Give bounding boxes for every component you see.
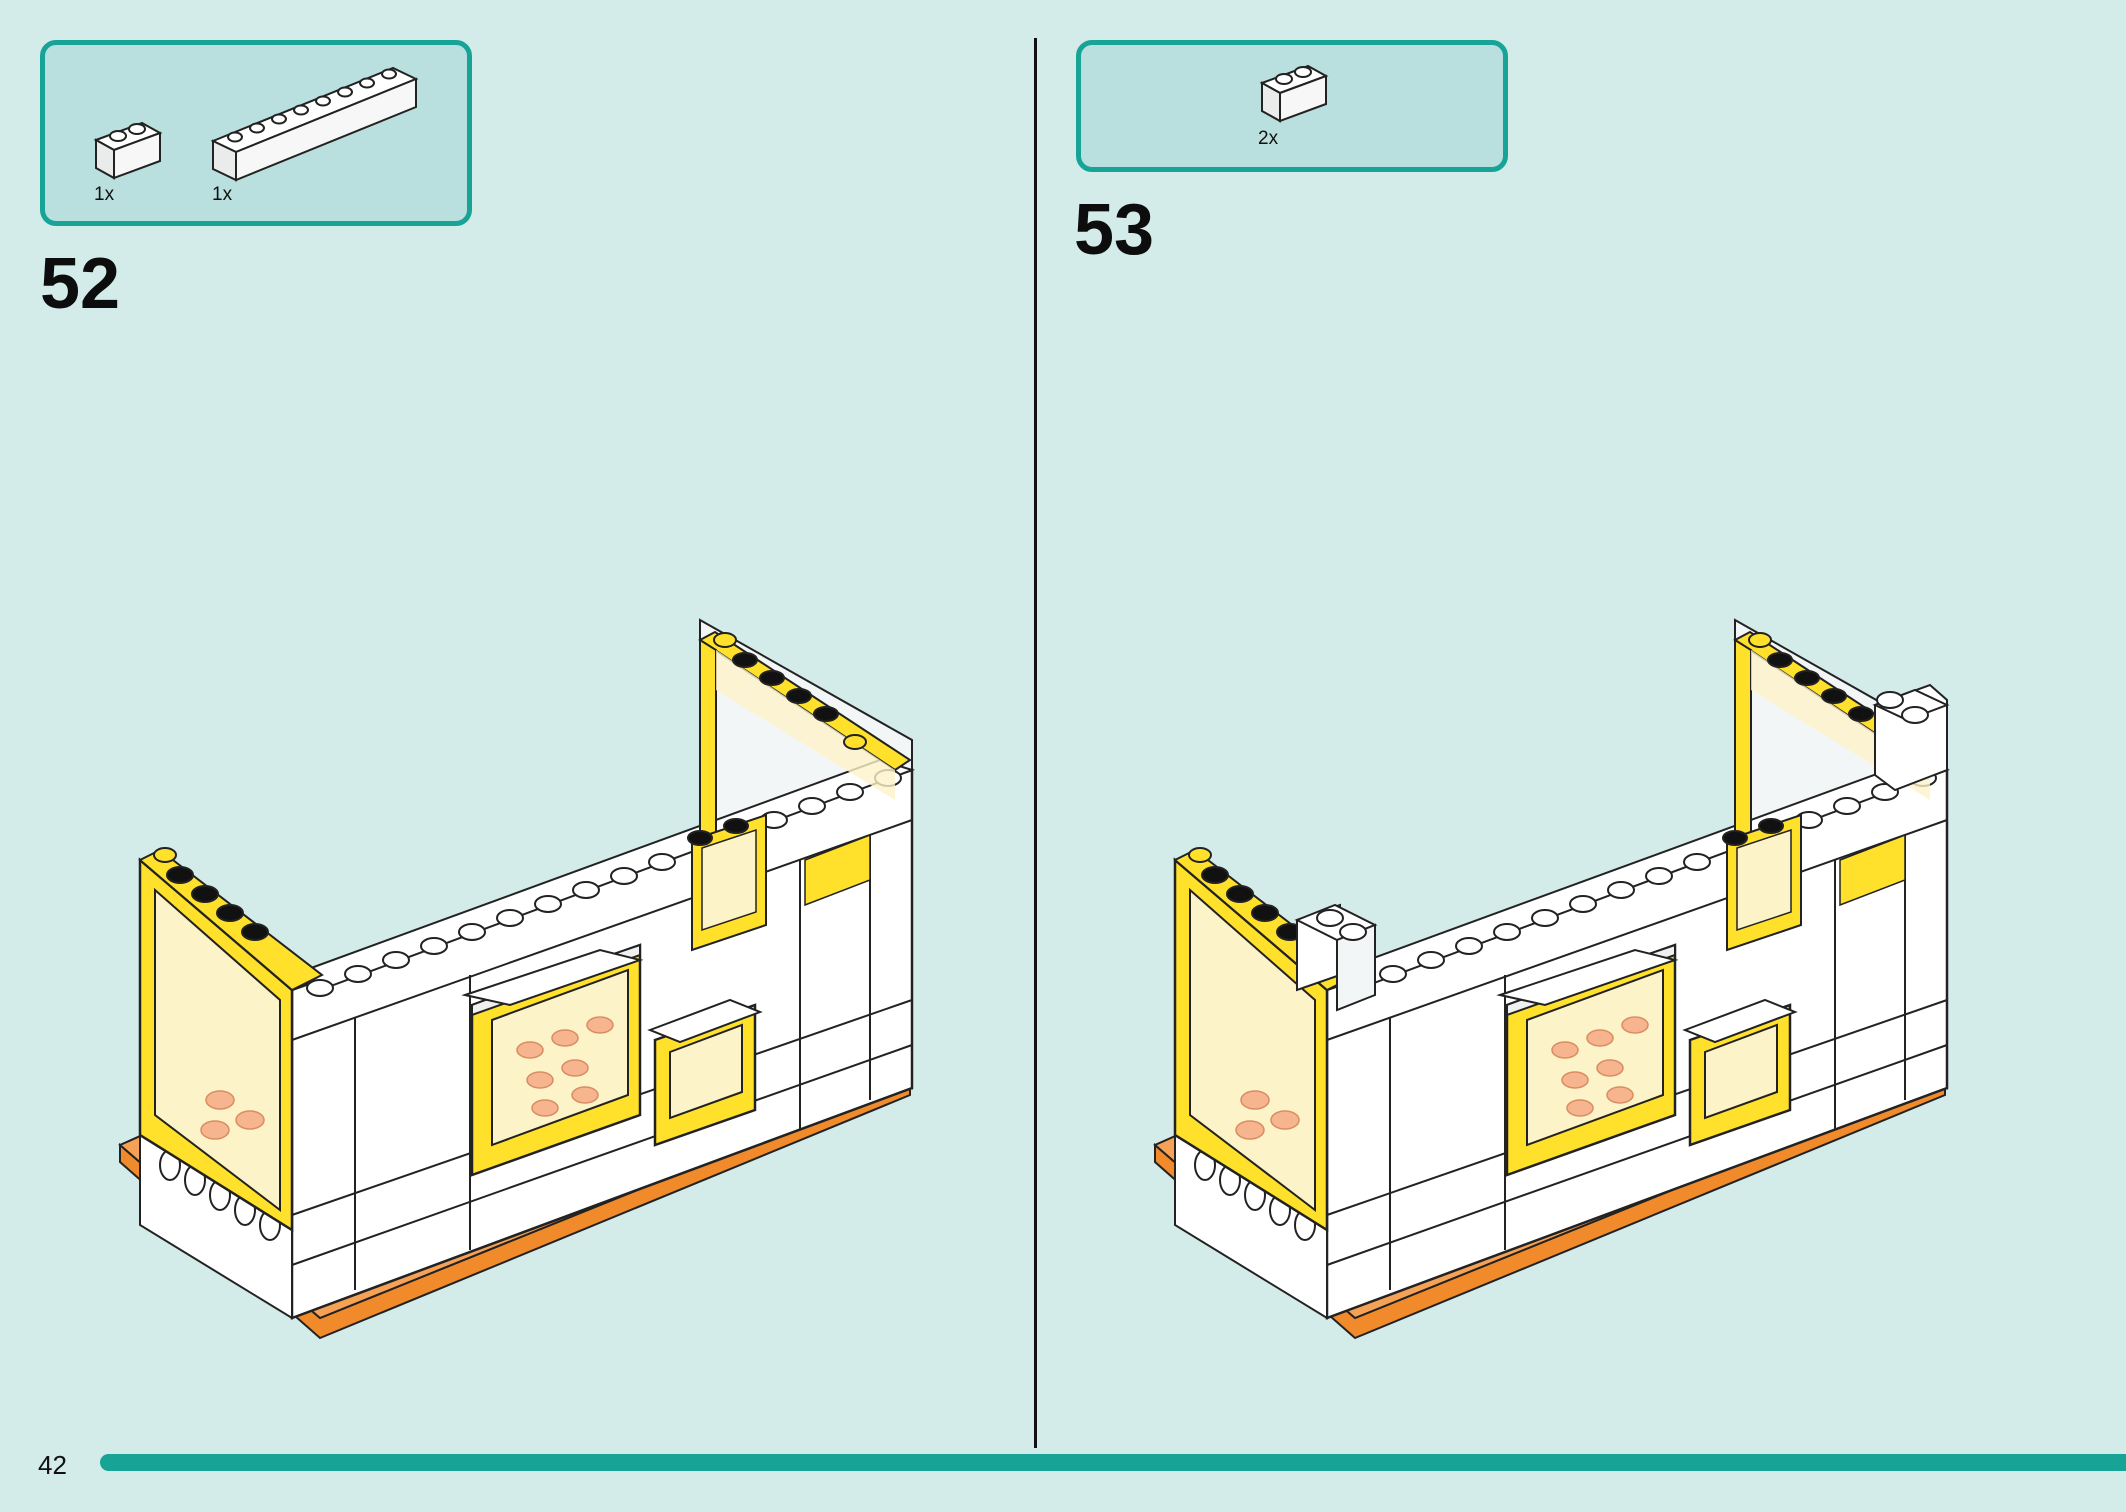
white-brick-1x2-icon xyxy=(93,121,163,180)
page-number: 42 xyxy=(38,1450,67,1480)
part-qty-label: 1x xyxy=(94,184,115,205)
part-qty-label: 1x xyxy=(212,184,233,205)
part-qty-label: 2x xyxy=(1258,128,1279,149)
white-brick-1x2-icon xyxy=(1259,64,1329,123)
step-number: 52 xyxy=(40,244,121,324)
step-number: 53 xyxy=(1074,190,1155,270)
page-divider xyxy=(1034,38,1037,1448)
white-brick-1x8-icon xyxy=(210,66,419,182)
page-progress-bar xyxy=(100,1454,2126,1471)
